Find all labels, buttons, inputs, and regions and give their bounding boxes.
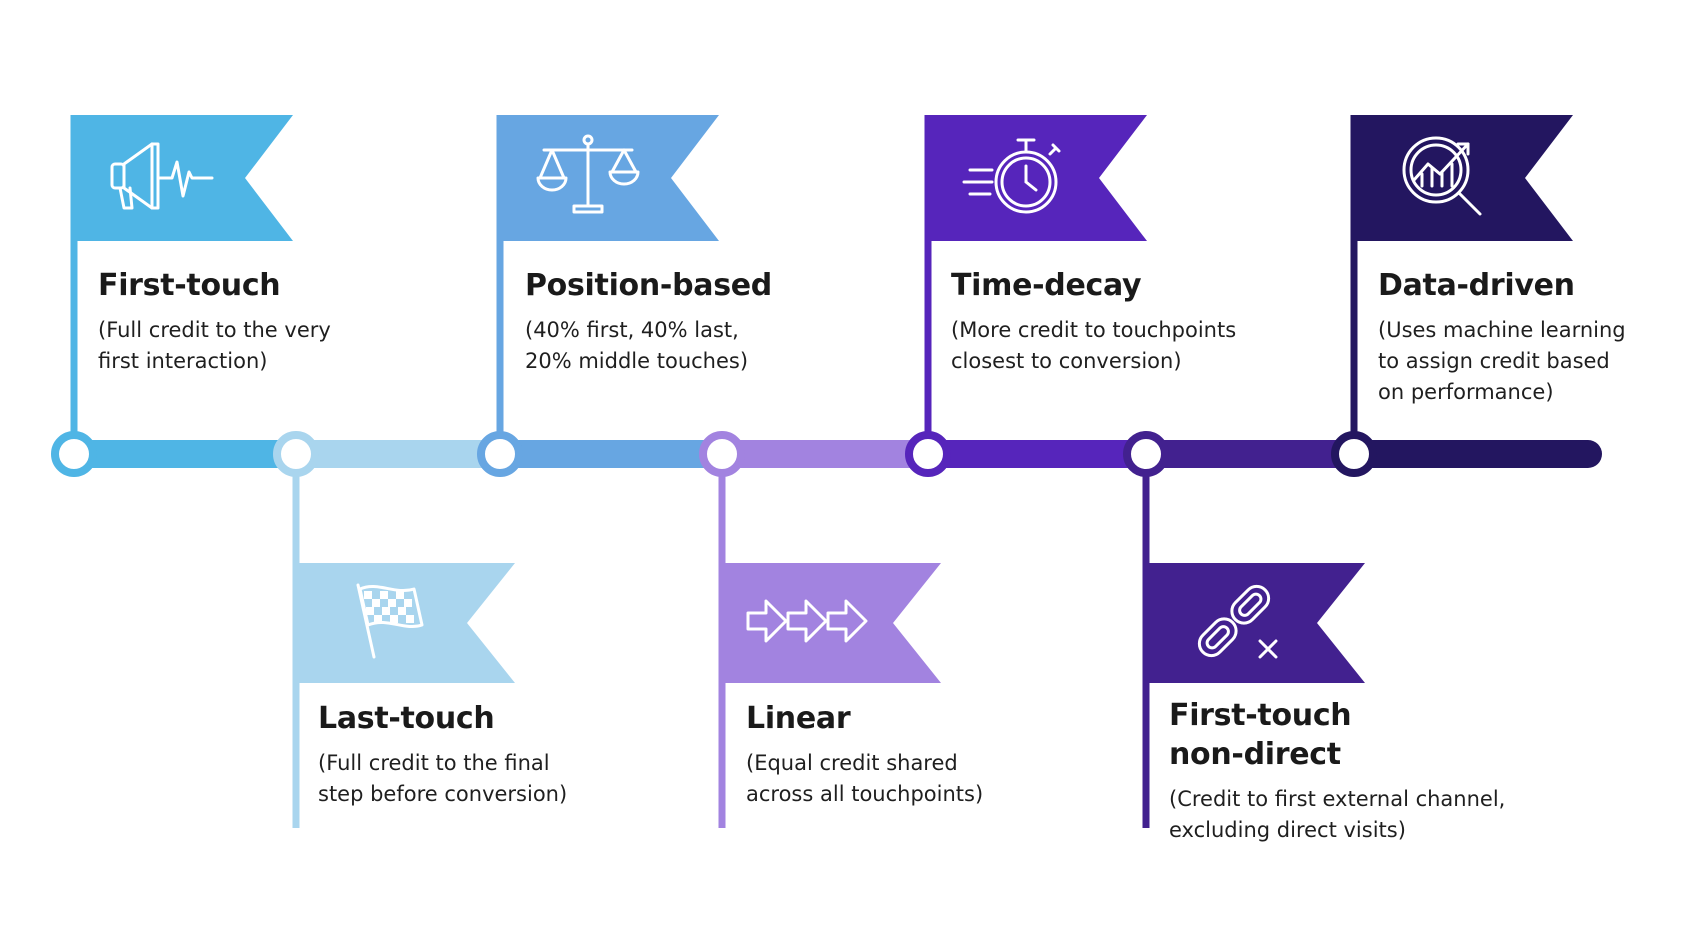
model-description: (Equal credit shared across all touchpoi… [746,751,984,806]
timeline-node [477,431,523,477]
timeline-node [1331,431,1377,477]
timeline-node [1123,431,1169,477]
model-card-first-touch-non-direct: First-touch non-direct (Credit to first … [1169,696,1529,846]
flag-banner [1351,115,1573,241]
timeline-node [273,431,319,477]
model-title: Time-decay [951,268,1142,303]
model-title: Position-based [525,268,772,303]
flag-banner [719,563,941,683]
timeline-node [699,431,745,477]
model-title: Linear [746,701,851,736]
model-title: Data-driven [1378,268,1575,303]
model-title: First-touch [98,268,281,303]
model-description: (Credit to first external channel, exclu… [1169,787,1506,842]
model-card-time-decay: Time-decay (More credit to touchpoints c… [951,266,1271,377]
flag-banner [71,115,293,241]
model-title: Last-touch [318,701,495,736]
model-description: (40% first, 40% last, 20% middle touches… [525,318,749,373]
model-card-first-touch: First-touch (Full credit to the very fir… [98,266,398,377]
model-description: (Full credit to the final step before co… [318,751,568,806]
flag-banner [1143,563,1365,683]
model-description: (More credit to touchpoints closest to c… [951,318,1237,373]
model-title: First-touch non-direct [1169,698,1352,772]
timeline-node [905,431,951,477]
model-description: (Uses machine learning to assign credit … [1378,318,1626,404]
flag-banner [925,115,1147,241]
flag-banner [497,115,719,241]
timeline-node [51,431,97,477]
flag-banner [293,563,515,683]
model-description: (Full credit to the very first interacti… [98,318,331,373]
model-card-linear: Linear (Equal credit shared across all t… [746,699,1046,810]
model-card-data-driven: Data-driven (Uses machine learning to as… [1378,266,1678,408]
model-card-position-based: Position-based (40% first, 40% last, 20%… [525,266,825,377]
model-card-last-touch: Last-touch (Full credit to the final ste… [318,699,618,810]
